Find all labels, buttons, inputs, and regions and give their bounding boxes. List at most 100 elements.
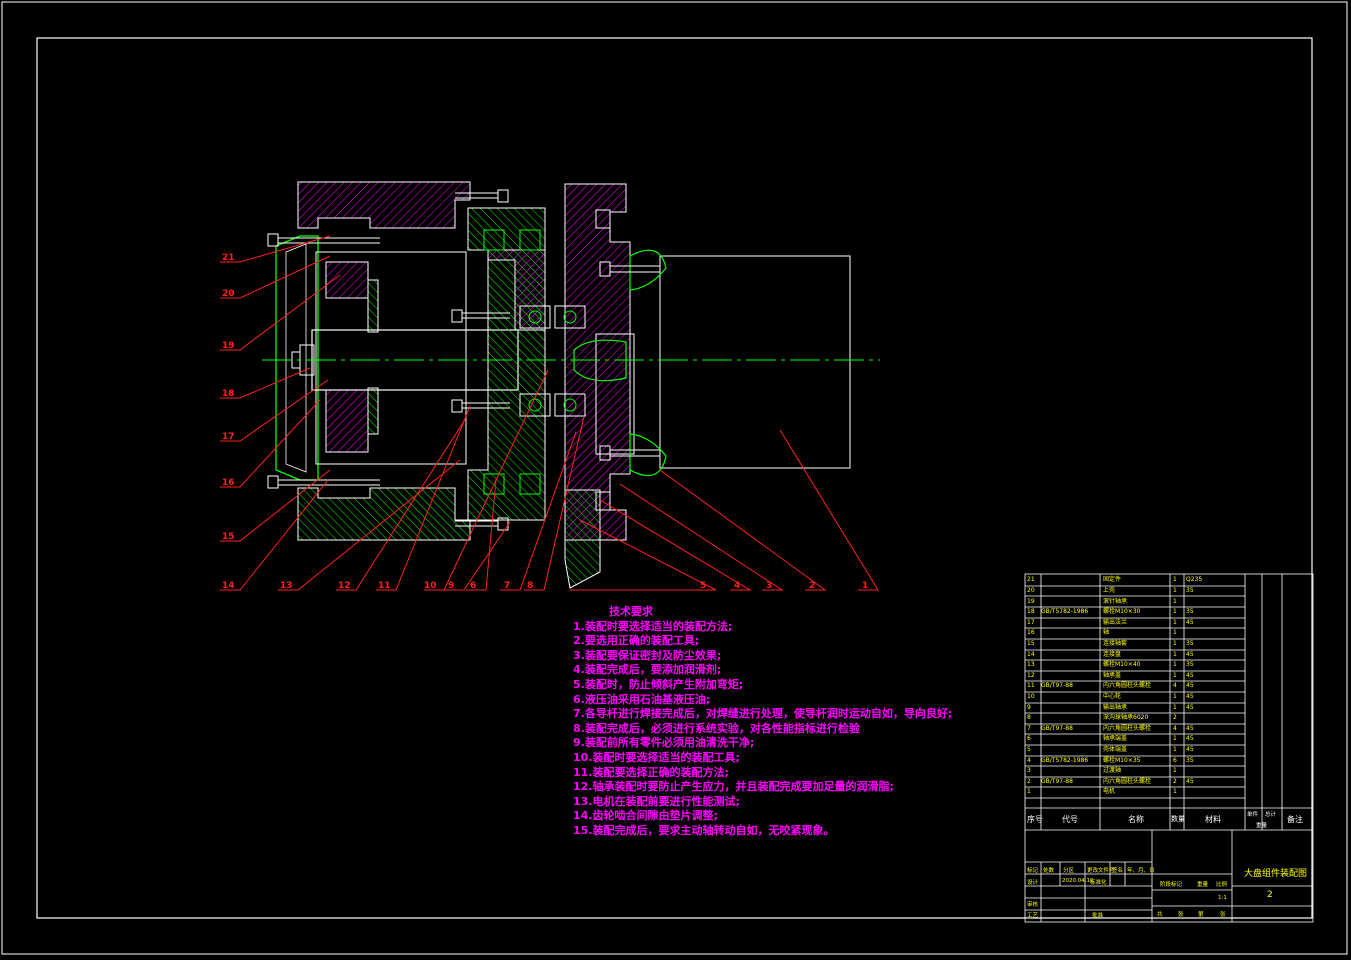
callout-21: 21 — [222, 253, 235, 263]
callout-17: 17 — [222, 432, 235, 442]
callout-2: 2 — [809, 581, 815, 591]
tb-check: 审核 — [1027, 902, 1039, 908]
ball-bearing-1 — [519, 305, 551, 329]
tech-req-item: 6.液压油采用石油基液压油; — [573, 692, 711, 706]
left-cover-inner — [285, 243, 307, 473]
bolts — [267, 189, 660, 531]
tb-count: 处数 — [1043, 868, 1055, 874]
coupling — [573, 339, 627, 382]
bearing-small-top-2 — [519, 229, 541, 251]
output-disc — [595, 333, 635, 455]
tech-req-item: 13.电机在装配前要进行性能测试; — [573, 794, 740, 808]
bearing-small-bot-2 — [519, 473, 541, 495]
tb-stage: 阶段标记 — [1160, 882, 1183, 888]
callout-19: 19 — [222, 341, 235, 351]
tb-mark: 标记 — [1027, 868, 1039, 874]
bom-header-weight: 重量 — [1256, 823, 1268, 829]
bom-header-qty: 数量 — [1171, 815, 1185, 823]
callout-13: 13 — [280, 581, 293, 591]
callout-16: 16 — [222, 478, 235, 488]
bearing-small-top — [483, 229, 505, 251]
tb-std: 标准化 — [1090, 880, 1107, 886]
bom-header-material: 材料 — [1205, 815, 1221, 824]
callout-10: 10 — [424, 581, 437, 591]
carrier-cage — [315, 251, 467, 465]
tech-req-item: 9.装配前所有零件必须用油清洗干净; — [573, 736, 755, 750]
bom-header-name: 名称 — [1128, 815, 1144, 824]
tb-zone: 分区 — [1063, 868, 1075, 874]
ball-bearing-4 — [554, 393, 586, 417]
tb-date: 年、月、日 — [1127, 868, 1155, 874]
tech-req-item: 1.装配时要选择适当的装配方法; — [573, 619, 733, 633]
callout-14: 14 — [222, 581, 235, 591]
bom-header-remark: 备注 — [1287, 815, 1303, 824]
ball-2 — [563, 310, 577, 324]
tech-req-title: 技术要求 — [609, 605, 653, 618]
motor-flange-bot — [629, 433, 667, 477]
tech-req-item: 7.各导杆进行焊接完成后，对焊缝进行处理，使导杆润时运动自如，导向良好; — [573, 707, 953, 721]
lower-housing — [297, 487, 471, 541]
ball-bearing-2 — [554, 305, 586, 329]
tech-req-item: 8.装配完成后，必须进行系统实验，对各性能指标进行检验 — [573, 721, 860, 735]
ball-1 — [528, 310, 542, 324]
callout-11: 11 — [378, 581, 391, 591]
callout-12: 12 — [338, 581, 351, 591]
middle-flange-hatch — [487, 249, 546, 331]
ball-4 — [563, 398, 577, 412]
tb-date-value: 2020.04.10 — [1062, 878, 1094, 884]
gear-lower — [367, 387, 379, 435]
upper-housing — [297, 181, 471, 229]
tb-total: 共 — [1157, 912, 1163, 918]
tb-process: 工艺 — [1027, 913, 1039, 919]
callout-3: 3 — [766, 581, 772, 591]
bom-header-code: 代号 — [1062, 815, 1078, 824]
tech-req-item: 3.装配要保证密封及防尘效果; — [573, 648, 722, 662]
assembly-section-view — [262, 181, 880, 589]
tb-sheets: 张 — [1178, 912, 1184, 918]
tech-req-item: 5.装配时，防止倾斜产生附加弯矩; — [573, 677, 744, 691]
callout-4: 4 — [734, 581, 740, 591]
motor-body — [659, 255, 851, 469]
bearing-small-bot — [483, 473, 505, 495]
callout-20: 20 — [222, 289, 235, 299]
bearing-upper — [325, 261, 369, 299]
callout-9: 9 — [448, 581, 454, 591]
tb-sheet-no: 第 — [1198, 912, 1204, 918]
tech-req-item: 10.装配时要选择适当的装配工具; — [573, 750, 740, 764]
drawing-title: 大盘组件装配图 — [1244, 869, 1308, 879]
callout-5: 5 — [700, 581, 706, 591]
ball-3 — [528, 398, 542, 412]
bom-header-unit: 单件 — [1247, 812, 1259, 818]
right-housing-lower — [564, 489, 601, 589]
callout-1: 1 — [862, 581, 868, 591]
tb-doc: 更改文件号 — [1087, 868, 1115, 874]
tech-req-item: 12.轴承装配时要防止产生应力，并且装配完成要加足量的润滑脂; — [573, 780, 894, 794]
callout-7: 7 — [504, 581, 510, 591]
tb-scale-value: 1:1 — [1218, 895, 1227, 901]
callout-labels: 21 20 19 18 17 16 15 14 13 12 11 10 9 6 … — [222, 253, 868, 591]
bom-header-no: 序号 — [1027, 815, 1043, 824]
tech-req-item: 14.齿轮啮合间隙由垫片调整; — [573, 809, 718, 823]
motor-flange-top — [629, 249, 667, 291]
callout-6: 6 — [470, 581, 476, 591]
bom-header-total: 总计 — [1265, 812, 1277, 818]
callout-18: 18 — [222, 389, 235, 399]
tb-sign: 签名 — [1112, 868, 1124, 874]
